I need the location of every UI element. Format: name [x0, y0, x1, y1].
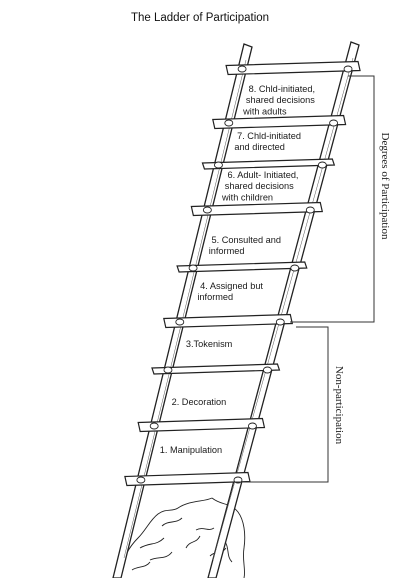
rung-label-line: 4. Assigned but — [200, 281, 263, 291]
participation-bracket-label: Degrees of Participation — [379, 133, 391, 240]
rung-knot — [305, 206, 315, 214]
non-participation-bracket-label: Non-participation — [333, 366, 345, 445]
rung-knot — [163, 366, 173, 374]
rung-label-line: 2. Decoration — [172, 397, 227, 407]
rung-label-line: 3.Tokenism — [186, 339, 233, 349]
rung-label-line: 1. Manipulation — [160, 445, 222, 455]
rung-knot — [224, 119, 234, 127]
bracket-lines — [234, 75, 375, 483]
rung-label-line: shared decisions — [246, 95, 315, 105]
rung-knot — [329, 119, 339, 127]
rung-knot — [149, 422, 159, 430]
rung-knot — [290, 264, 300, 272]
rung-knot — [214, 161, 223, 169]
rung-label-line: informed — [209, 246, 245, 256]
rung-knot — [343, 65, 353, 73]
rung-label-1: 1. Manipulation — [160, 445, 222, 455]
rung-label-line: 6. Adult- Initiated, — [227, 170, 298, 180]
ladder-rung-board — [163, 313, 294, 329]
rung-knot — [136, 476, 146, 484]
rung-label-line: 7. Chld-initiated — [237, 131, 301, 141]
rung-knot — [237, 65, 247, 73]
rung-knot — [262, 366, 272, 374]
non-participation-bracket — [234, 326, 329, 483]
rung-knot — [188, 264, 198, 272]
ladder-rungs — [124, 60, 361, 487]
ladder-rung-board — [137, 417, 266, 433]
ladder-rung-board — [225, 60, 361, 76]
rung-label-2: 2. Decoration — [172, 397, 227, 407]
rung-knot — [202, 206, 212, 214]
right-rail — [207, 41, 360, 578]
rung-label-line: shared decisions — [225, 181, 294, 191]
rung-label-line: 5. Consulted and — [211, 235, 280, 245]
ladder-rung-board — [212, 114, 347, 130]
ladder-rails — [112, 41, 360, 578]
participation-bracket — [290, 75, 375, 323]
ladder-rung-board — [190, 201, 324, 217]
ladder-rung-board — [201, 158, 336, 170]
rung-label-line: informed — [197, 292, 233, 302]
rung-label-line: with children — [221, 192, 273, 202]
ladder-rung-board — [151, 363, 281, 375]
rung-knot — [317, 161, 327, 169]
diagram-title: The Ladder of Participation — [130, 12, 270, 24]
rung-label-line: and directed — [234, 142, 285, 152]
rung-knot — [175, 318, 185, 326]
rung-label-line: with adults — [242, 106, 287, 116]
rung-label-line: 8. Chld-initiated, — [249, 84, 315, 94]
rung-knot — [247, 422, 257, 430]
ladder-rung-board — [176, 261, 308, 273]
rung-knot — [275, 318, 285, 326]
rung-label-3: 3.Tokenism — [186, 339, 233, 349]
